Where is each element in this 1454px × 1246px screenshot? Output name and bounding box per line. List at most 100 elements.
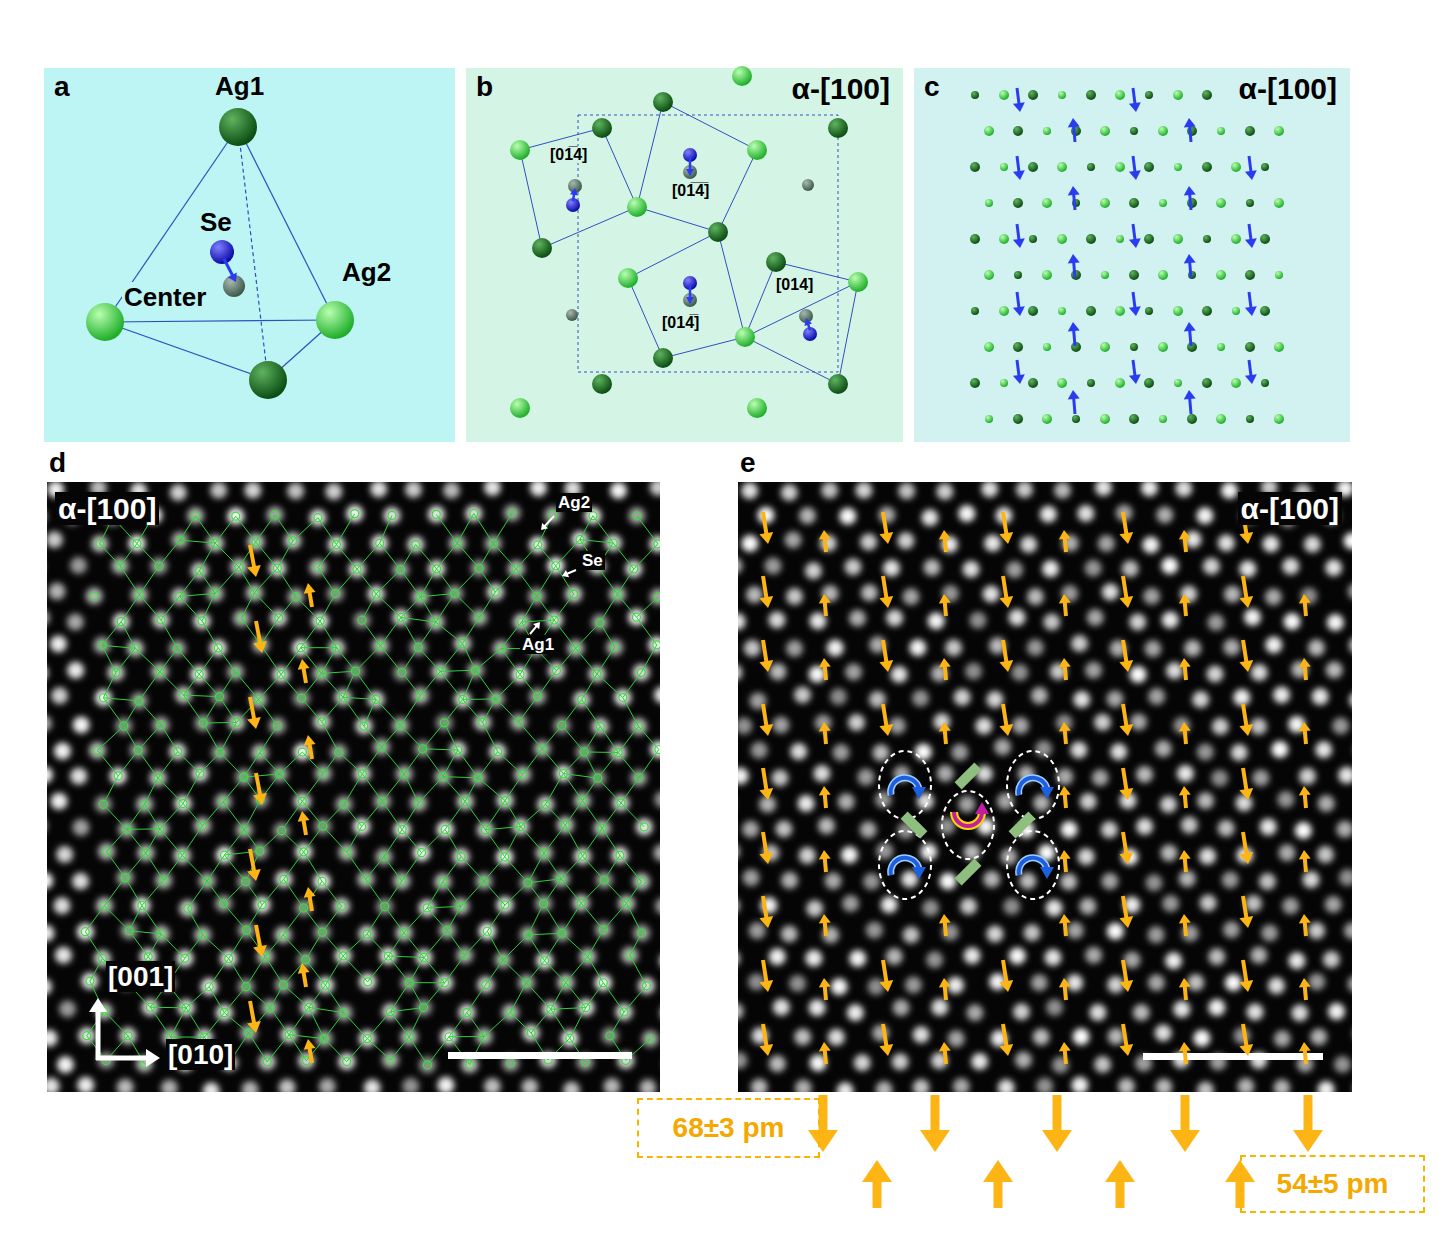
lattice-model — [1101, 271, 1109, 279]
atom-network — [475, 614, 483, 622]
atom-network — [376, 699, 401, 725]
hrtem-image — [958, 796, 975, 813]
tetrahedron-model — [224, 259, 233, 276]
hrtem-image — [47, 817, 48, 834]
hrtem-image — [798, 795, 815, 812]
atom-network — [160, 829, 182, 855]
atom-network — [580, 540, 613, 543]
hrtem-image — [844, 558, 861, 575]
atom-network — [583, 801, 603, 829]
atom-network — [528, 935, 544, 961]
hrtem-image — [1085, 947, 1102, 964]
atom-network — [588, 930, 604, 957]
atom-network — [242, 618, 261, 645]
atom-network — [182, 826, 202, 856]
hrtem-image — [837, 1082, 854, 1092]
hrtem-image — [242, 1081, 259, 1092]
displacement-arrow — [945, 922, 946, 936]
hrtem-image — [1110, 743, 1127, 760]
atom-network — [116, 562, 124, 570]
lattice-model — [970, 88, 1284, 424]
lattice-model — [1260, 306, 1270, 316]
atom-network — [385, 881, 402, 907]
atom-network — [154, 774, 162, 782]
hrtem-image — [47, 925, 54, 942]
atom-network — [124, 1032, 132, 1040]
atom-network — [641, 645, 657, 673]
displacement-arrow — [1123, 512, 1126, 534]
atom-network — [160, 876, 168, 884]
atom-network — [161, 934, 185, 958]
displacement-arrow — [763, 960, 766, 982]
hrtem-image — [913, 1079, 930, 1092]
atom-network — [470, 509, 478, 517]
atom-network — [510, 983, 526, 1013]
hrtem-image — [47, 1030, 58, 1047]
hrtem-image — [891, 666, 908, 683]
atom-network — [340, 800, 348, 808]
hrtem-image — [971, 1053, 988, 1070]
lattice-model — [1173, 306, 1183, 316]
hrtem-image — [1192, 691, 1209, 708]
hrtem-image — [738, 1003, 744, 1020]
displacement-arrow — [298, 811, 310, 822]
atom-network — [390, 983, 409, 1012]
lattice-model — [1129, 102, 1141, 112]
lattice-model — [1000, 379, 1008, 387]
pointer-arrow — [530, 626, 537, 634]
atom-network — [597, 566, 617, 594]
displacement-arrow — [1123, 640, 1126, 662]
hrtem-image — [1318, 795, 1335, 812]
unit-cell-model — [510, 140, 530, 160]
atom-network — [483, 927, 491, 935]
atom-network — [336, 545, 357, 570]
atom-network — [459, 639, 467, 647]
atom-network — [485, 830, 504, 857]
lattice-model — [1068, 322, 1080, 331]
atom-network — [171, 1036, 205, 1037]
atom-network — [224, 1013, 248, 1033]
hrtem-image — [1273, 1079, 1290, 1092]
displacement-arrow — [1119, 916, 1133, 928]
displacement-arrow — [1059, 658, 1071, 668]
lattice-model — [1028, 306, 1038, 316]
hrtem-image — [923, 559, 940, 576]
atom-network — [623, 673, 641, 698]
hrtem-image — [860, 533, 877, 550]
atom-network — [270, 1008, 289, 1035]
hrtem-image — [47, 715, 52, 732]
atom-network — [398, 669, 406, 677]
atom-network — [418, 647, 440, 671]
lattice-model — [1043, 343, 1051, 351]
axis-arrow — [89, 998, 160, 1067]
atom-network — [501, 853, 509, 861]
atom-network — [229, 958, 246, 986]
atom-network — [158, 778, 183, 803]
atom-network — [179, 691, 187, 699]
lattice-model — [1115, 306, 1125, 316]
atom-network — [637, 669, 645, 677]
displacement-arrow — [1119, 532, 1133, 544]
atom-network — [86, 977, 94, 985]
displacement-arrow — [879, 660, 893, 672]
hrtem-image — [847, 1004, 864, 1021]
atom-network — [211, 589, 219, 597]
displacement-arrow — [883, 704, 886, 726]
displacement-arrow — [309, 744, 312, 759]
hrtem-image — [443, 482, 460, 499]
atom-network — [501, 901, 509, 909]
displacement-arrow — [819, 594, 831, 604]
displacement-arrow — [819, 850, 831, 860]
hrtem-image — [886, 948, 903, 965]
atom-network — [289, 1035, 324, 1039]
displacement-arrow — [999, 596, 1013, 608]
atom-network — [476, 648, 502, 670]
hrtem-image — [47, 872, 53, 889]
atom-network — [260, 726, 277, 753]
hrtem-image — [790, 743, 807, 760]
atom-network — [401, 617, 436, 622]
lattice-model — [1217, 343, 1225, 351]
atom-network — [249, 1033, 268, 1062]
hrtem-image — [738, 950, 740, 967]
hrtem-image — [912, 690, 929, 707]
